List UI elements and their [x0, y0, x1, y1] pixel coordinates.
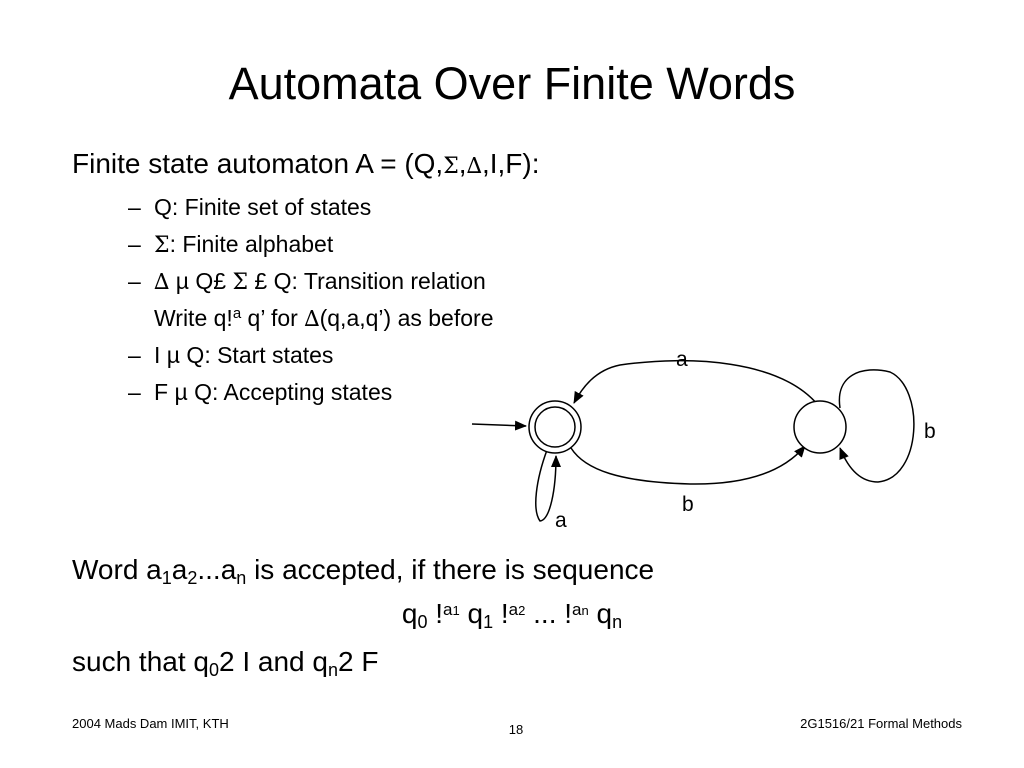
bullet-accepting-states: –F µ Q: Accepting states	[128, 375, 493, 412]
bullet-start-states: –I µ Q: Start states	[128, 338, 493, 375]
loop-label-b: b	[924, 420, 936, 443]
self-loop-left	[535, 449, 561, 522]
subscript: 0	[417, 612, 428, 632]
text-run: !	[493, 598, 509, 629]
delta-symbol: ∆	[304, 307, 320, 332]
subscript: 2	[187, 568, 198, 588]
bullet-text: I µ Q: Start states	[154, 342, 334, 368]
transition-edge-b	[570, 445, 806, 485]
bullet-dash: –	[128, 194, 141, 220]
transition-edge-a	[573, 359, 819, 406]
loop-label-a: a	[555, 509, 567, 532]
bullet-dash: –	[128, 379, 141, 405]
intro-tail: ,I,F):	[481, 148, 540, 179]
text-run: 2 I and q	[219, 646, 328, 677]
automaton-definition: Finite state automaton A = (Q,Σ,∆,I,F):	[72, 146, 539, 185]
self-loop-right	[838, 369, 915, 483]
superscript: a	[572, 600, 582, 619]
notation-text: (q,a,q’) as before	[319, 305, 494, 331]
bullet-dash: –	[128, 268, 141, 294]
text-run: such that q	[72, 646, 209, 677]
state-initial-accepting-inner	[534, 406, 576, 448]
delta-symbol: ∆	[154, 270, 170, 295]
start-arrow	[471, 420, 527, 431]
bullet-states: –Q: Finite set of states	[128, 190, 493, 227]
text-run: !	[427, 598, 444, 629]
text-run: Word a	[72, 554, 162, 585]
footer-course: 2G1516/21 Formal Methods	[800, 716, 962, 731]
subscript: n	[327, 660, 338, 680]
intro-comma: ,	[458, 148, 467, 179]
bullet-dash: –	[128, 231, 141, 257]
bullet-text: £ Q: Transition relation	[248, 268, 486, 294]
subscript: n	[236, 568, 247, 588]
superscript: a	[443, 600, 453, 619]
superscript: a	[508, 600, 519, 619]
superscript: 1	[452, 603, 460, 618]
bullet-text: : Finite alphabet	[169, 231, 334, 257]
acceptance-sequence: q0 !a1 q1 !a2 ... !an qn	[0, 596, 1024, 637]
subscript: 1	[161, 568, 172, 588]
footer-author: 2004 Mads Dam IMIT, KTH	[72, 716, 229, 731]
bullet-text: F µ Q: Accepting states	[154, 379, 393, 405]
text-run: q	[588, 598, 613, 629]
edge-label-a: a	[676, 348, 688, 371]
subscript: n	[612, 612, 623, 632]
edge-label-b: b	[682, 493, 694, 516]
superscript: n	[581, 603, 589, 618]
slide-title: Automata Over Finite Words	[228, 58, 796, 109]
definition-bullets: –Q: Finite set of states –Σ: Finite alph…	[128, 190, 493, 412]
superscript: 2	[518, 603, 526, 618]
bullet-text: µ Q£	[169, 268, 233, 294]
text-run: a	[171, 554, 188, 585]
acceptance-line-1: Word a1a2...an is accepted, if there is …	[72, 552, 654, 591]
state-second	[793, 400, 847, 454]
text-run: ...a	[197, 554, 237, 585]
bullet-notation: Write q!a q’ for ∆(q,a,q’) as before	[128, 301, 493, 338]
sigma-symbol: Σ	[232, 270, 249, 295]
notation-text: q’ for	[241, 305, 305, 331]
bullet-text: Q: Finite set of states	[154, 194, 372, 220]
intro-text: Finite state automaton A = (Q,	[72, 148, 444, 179]
subscript: 1	[483, 612, 494, 632]
delta-symbol: ∆	[466, 154, 482, 179]
sigma-symbol: Σ	[443, 154, 459, 179]
subscript: 0	[208, 660, 219, 680]
bullet-alphabet: –Σ: Finite alphabet	[128, 227, 493, 264]
bullet-dash: –	[128, 342, 141, 368]
acceptance-condition: such that q02 I and qn2 F	[72, 644, 378, 683]
notation-label: a	[232, 305, 242, 322]
text-run: ... !	[525, 598, 573, 629]
text-run: q	[459, 598, 484, 629]
text-run: q	[401, 598, 418, 629]
page-number: 18	[508, 722, 524, 737]
bullet-transition-relation: –∆ µ Q£ Σ £ Q: Transition relation	[128, 264, 493, 301]
text-run: is accepted, if there is sequence	[246, 554, 655, 585]
sigma-symbol: Σ	[154, 233, 170, 258]
notation-text: Write q!	[154, 305, 233, 331]
text-run: 2 F	[338, 646, 379, 677]
